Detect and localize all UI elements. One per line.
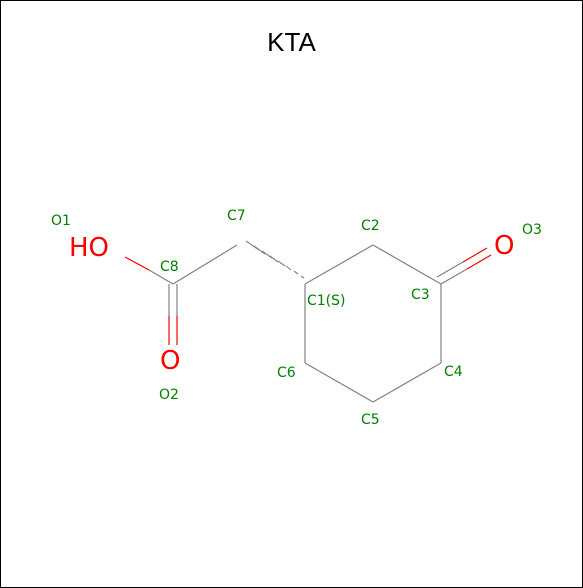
atom-o1-symbol: HO (69, 233, 109, 263)
atom-label-c2: C2 (361, 218, 380, 234)
atom-label-c4: C4 (444, 364, 463, 380)
atom-label-c5: C5 (361, 412, 380, 428)
bond-c8-o2-double (168, 284, 178, 345)
atom-label-c1: C1(S) (307, 293, 346, 309)
atom-label-c7: C7 (227, 208, 246, 224)
atom-label-c3: C3 (411, 287, 430, 303)
atom-label-o1: O1 (51, 213, 71, 229)
bond-c1-c2 (304, 244, 374, 285)
atom-label-c6: C6 (277, 365, 296, 381)
bond-c7-c8 (172, 244, 238, 285)
atom-label-c8: C8 (160, 259, 179, 275)
atom-label-o3: O3 (522, 222, 542, 238)
bond-c5-c6 (304, 362, 374, 403)
bond-c1-c7-hashed (245, 240, 305, 279)
molecule-title: KTA (267, 27, 316, 57)
bond-c4-c5 (372, 362, 442, 403)
atom-o2-symbol: O (160, 346, 180, 376)
bond-c8-o1 (124, 256, 174, 285)
bond-c3-o3-double (436, 247, 492, 285)
atom-o3-symbol: O (494, 231, 514, 261)
ring-bonds (304, 244, 442, 403)
bond-c2-c3 (372, 244, 442, 285)
atom-label-o2: O2 (159, 387, 179, 403)
